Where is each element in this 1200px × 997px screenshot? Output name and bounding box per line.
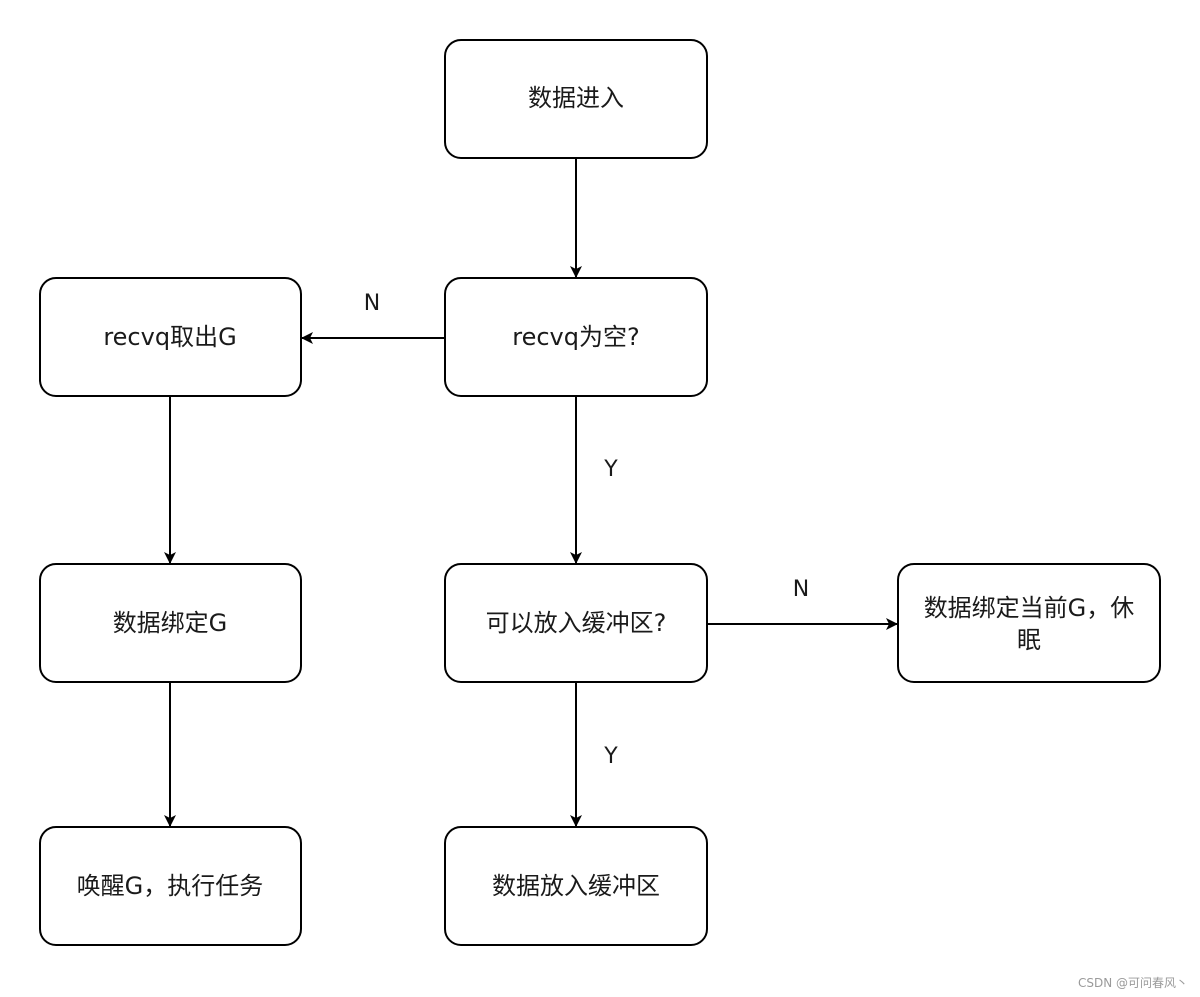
- edge-label-yes-recvq: Y: [603, 457, 618, 482]
- watermark: CSDN @可问春风丶: [1077, 976, 1188, 990]
- node-can-buffer-label: 可以放入缓冲区?: [486, 609, 667, 637]
- node-bind-sleep: 数据绑定当前G，休 眠: [897, 563, 1161, 683]
- node-data-in-label: 数据进入: [528, 84, 624, 112]
- node-recvq-empty: recvq为空?: [444, 277, 708, 397]
- node-recvq-take: recvq取出G: [39, 277, 302, 397]
- node-recvq-take-label: recvq取出G: [103, 323, 236, 351]
- edge-label-no-recvq: N: [364, 291, 380, 316]
- node-data-in: 数据进入: [444, 39, 708, 159]
- node-bind-sleep-label-line1: 数据绑定当前G，休: [924, 594, 1135, 622]
- node-wake-g: 唤醒G，执行任务: [39, 826, 302, 946]
- node-bind-sleep-label-line2: 眠: [1017, 626, 1041, 654]
- node-bind-g-label: 数据绑定G: [113, 609, 228, 637]
- node-put-buffer-label: 数据放入缓冲区: [492, 872, 660, 900]
- node-put-buffer: 数据放入缓冲区: [444, 826, 708, 946]
- node-recvq-empty-label: recvq为空?: [512, 323, 639, 351]
- edge-label-yes-buffer: Y: [603, 744, 618, 769]
- node-bind-g: 数据绑定G: [39, 563, 302, 683]
- node-can-buffer: 可以放入缓冲区?: [444, 563, 708, 683]
- edge-label-no-buffer: N: [793, 577, 809, 602]
- node-wake-g-label: 唤醒G，执行任务: [77, 872, 264, 900]
